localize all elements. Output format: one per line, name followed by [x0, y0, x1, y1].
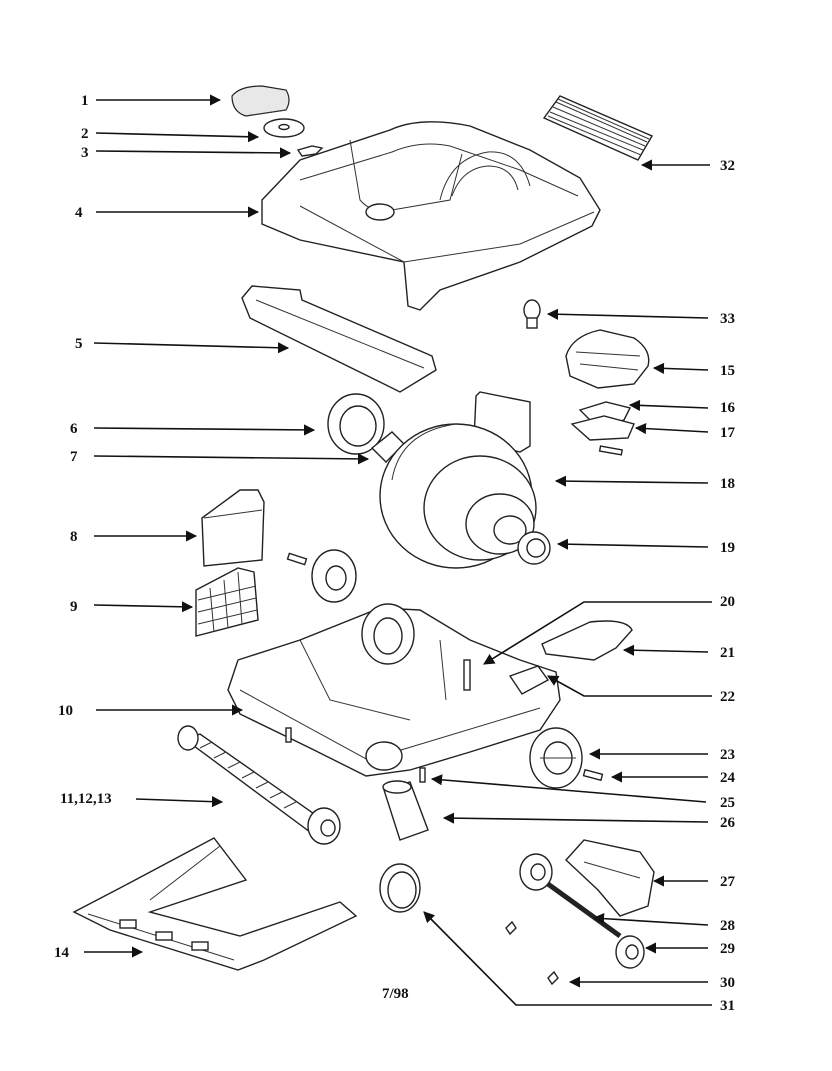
label-31: 31 [720, 998, 735, 1014]
part-26-cylinder [382, 780, 429, 841]
part-24-pin [582, 768, 604, 782]
part-28-29-wheels-axle [519, 853, 645, 969]
label-7: 7 [70, 449, 78, 465]
part-8-filter [201, 489, 265, 567]
leader-lines [84, 94, 712, 1006]
label-1: 1 [81, 93, 89, 109]
part-18-motor [379, 391, 537, 569]
label-10: 10 [58, 703, 73, 719]
label-27: 27 [720, 874, 736, 890]
label-22: 22 [720, 689, 735, 705]
label-25: 25 [720, 795, 735, 811]
label-14: 14 [54, 945, 70, 961]
part-31-belt [379, 863, 421, 913]
label-16: 16 [720, 400, 736, 416]
label-21: 21 [720, 645, 735, 661]
label-24: 24 [720, 770, 736, 786]
part-19-cap [517, 531, 551, 565]
part-4-hood [261, 121, 601, 311]
part-21-pedal [541, 620, 633, 661]
part-23-wheel [529, 727, 583, 789]
label-28: 28 [720, 918, 735, 934]
label-11-12-13: 11,12,13 [60, 791, 112, 807]
part-11-brush-roll [177, 725, 341, 845]
label-20: 20 [720, 594, 735, 610]
label-2: 2 [81, 126, 89, 142]
label-29: 29 [720, 941, 735, 957]
label-26: 26 [720, 815, 736, 831]
part-6-ring [327, 393, 385, 455]
part-9-mesh [195, 567, 259, 637]
part-1-cover [231, 85, 290, 117]
label-9: 9 [70, 599, 78, 615]
label-3: 3 [81, 145, 89, 161]
label-32: 32 [720, 158, 735, 174]
part-10-base [227, 603, 561, 777]
part-fan-wheel [286, 549, 357, 603]
part-33-bulb [523, 299, 541, 329]
label-33: 33 [720, 311, 735, 327]
part-15-light-housing [565, 329, 650, 389]
label-17: 17 [720, 425, 736, 441]
part-16-17-switch [570, 401, 635, 456]
part-3-clip [296, 145, 324, 157]
label-15: 15 [720, 363, 735, 379]
label-5: 5 [75, 336, 83, 352]
part-screws [505, 920, 559, 986]
label-6: 6 [70, 421, 78, 437]
label-30: 30 [720, 975, 735, 991]
callout-labels: 1 2 3 4 5 6 7 8 9 10 11,12,13 14 32 33 1… [54, 93, 736, 1014]
revision-date: 7/98 [382, 986, 409, 1002]
label-8: 8 [70, 529, 78, 545]
part-32-grille [542, 95, 654, 161]
part-2-seal [263, 118, 305, 138]
label-4: 4 [75, 205, 83, 221]
part-5-bumper [241, 285, 437, 393]
label-18: 18 [720, 476, 735, 492]
part-27-nozzle [565, 839, 655, 917]
part-25-pin [419, 767, 426, 783]
label-19: 19 [720, 540, 735, 556]
label-23: 23 [720, 747, 735, 763]
part-14-bottom-plate [72, 837, 358, 971]
